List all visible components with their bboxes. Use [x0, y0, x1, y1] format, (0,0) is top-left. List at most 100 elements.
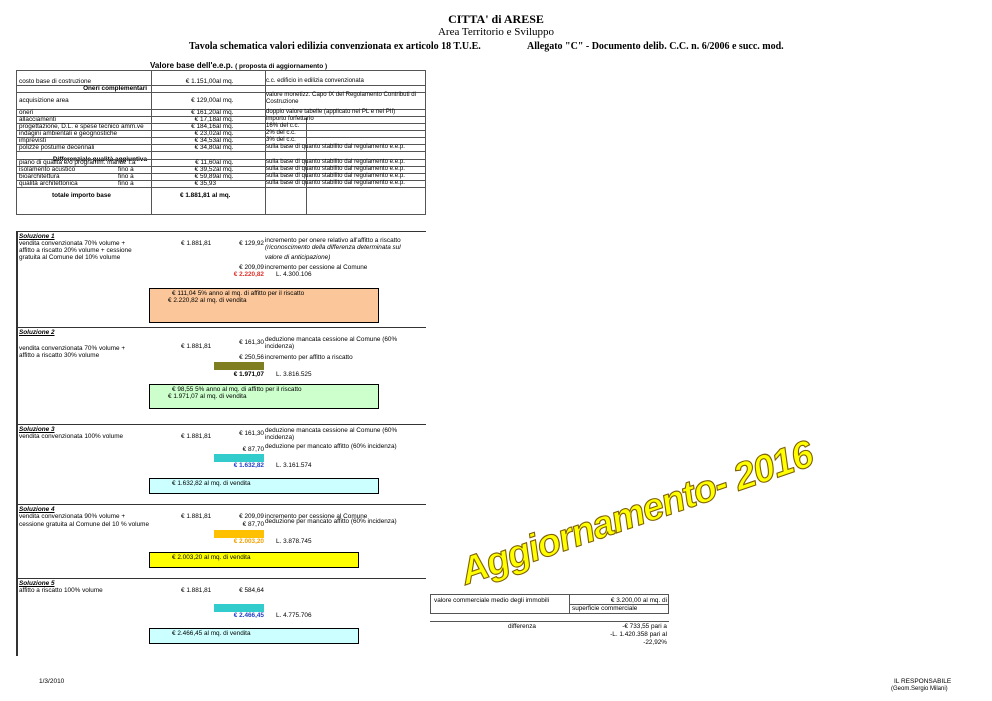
- solution-summary-line: € 2.220,82 al mq. di vendita: [168, 297, 247, 304]
- table-row-divider: [16, 187, 426, 188]
- total-highlight-bar: [214, 454, 264, 462]
- base-row-unit: al mq.: [216, 109, 234, 116]
- solution-description: cessione gratuita al Comune del 10 % vol…: [19, 521, 150, 528]
- table-row-divider: [16, 92, 426, 93]
- solution-line-text: incremento per onere relativo all'affitt…: [265, 237, 401, 244]
- base-row-label: oneri: [19, 109, 34, 116]
- base-row-unit: al mq.: [216, 130, 234, 137]
- table-row-divider: [16, 159, 426, 160]
- solution-title: Soluzione 4: [19, 506, 55, 513]
- solution-total-lire: L. 4.300.106: [276, 271, 312, 278]
- base-row-value: € 17,18: [194, 116, 216, 123]
- city-title: CITTA' di ARESE: [448, 12, 544, 26]
- solution-total: € 2.220,82: [233, 271, 264, 278]
- base-row-note: doppio valore tabelle (applicato nei PL …: [266, 108, 396, 115]
- solution-line-text: incremento per cessione al Comune: [265, 264, 368, 271]
- solution-summary-box: € 98,55 5% anno al mq. di affitto per il…: [149, 384, 379, 409]
- base-row-note: 3% del c.c.: [266, 136, 296, 143]
- base-row-label: totale importo base: [52, 192, 111, 199]
- base-row-unit: al mq.: [216, 173, 234, 180]
- solution-total-lire: L. 4.775.706: [276, 612, 312, 619]
- solution-line-text: valore di anticipazione): [265, 254, 331, 261]
- table-row-divider: [16, 173, 426, 174]
- base-row-label: imprevisti: [19, 137, 46, 144]
- solution-line-amount: € 584,64: [239, 587, 264, 594]
- difference-percent: -22,92%: [643, 639, 667, 646]
- solution-base-value: € 1.881,81: [181, 433, 212, 440]
- base-row-label: progettazione, D.L. e spese tecnico amm.…: [19, 123, 144, 130]
- table-row-divider: [16, 109, 426, 110]
- total-highlight-bar: [214, 362, 264, 370]
- base-row-value: € 1.151,00: [185, 78, 216, 85]
- base-row-note: sulla base di quanto stabilito dal regol…: [266, 172, 405, 179]
- stamp-text: Aggiornamento- 2016: [454, 433, 820, 594]
- solution-summary-line: € 2.003,20 al mq. di vendita: [172, 554, 251, 561]
- base-row-label: bioarchitettura: [19, 173, 60, 180]
- base-row-value: € 23,02: [194, 130, 216, 137]
- solution-panel: [16, 327, 426, 424]
- solution-total: € 1.632,82: [233, 462, 264, 469]
- table-row-divider: [16, 151, 426, 152]
- solution-summary-line: € 1.632,82 al mq. di vendita: [172, 480, 251, 487]
- solution-line-amount: € 250,56: [239, 354, 264, 361]
- solution-total: € 1.971,07: [233, 371, 264, 378]
- solution-summary-line: € 111,04 5% anno al mq. di affitto per i…: [172, 290, 305, 297]
- solution-line-text: (riconoscimento della differenza determi…: [265, 244, 401, 251]
- solution-total-lire: L. 3.816.525: [276, 371, 312, 378]
- solution-summary-box: € 111,04 5% anno al mq. di affitto per i…: [149, 288, 379, 323]
- table-row-divider: [16, 180, 426, 181]
- base-row-unit: al mq.: [216, 144, 234, 151]
- solution-title: Soluzione 3: [19, 426, 55, 433]
- base-row-unit: al mq.: [216, 97, 234, 104]
- base-table-title: Valore base dell'e.e.p. ( proposta di ag…: [150, 61, 328, 70]
- area-title: Area Territorio e Sviluppo: [437, 26, 555, 38]
- allegato-note: Allegato "C" - Documento delib. C.C. n. …: [527, 41, 784, 52]
- base-row-label: piano di qualità e/o programm. manut. f.…: [19, 159, 136, 166]
- base-row-note: sulla base di quanto stabilito dal regol…: [266, 179, 405, 186]
- base-row-note: sulla base di quanto stabilito dal regol…: [266, 158, 405, 165]
- base-row-value: € 11,60: [195, 159, 216, 166]
- base-row-qualifier: fino a: [118, 166, 134, 173]
- table-row-divider: [16, 85, 426, 86]
- base-row-note: sulla base di quanto stabilito dal regol…: [266, 165, 405, 172]
- solution-panel: [16, 504, 426, 578]
- base-row-label: indagini ambientali e geognostiche: [19, 130, 118, 137]
- base-row-note: sulla base di quanto stabilito dal regol…: [266, 143, 405, 150]
- solution-line-amount: € 209,09: [239, 513, 264, 520]
- base-row-unit: al mq.: [216, 78, 234, 85]
- base-row-note: c.c. edificio in edilizia convenzionata: [266, 77, 364, 84]
- total-highlight-bar: [214, 530, 264, 538]
- base-row-unit: al mq.: [216, 123, 234, 130]
- base-row-label: allacciamenti: [19, 116, 56, 123]
- difference-value-lire: -L. 1.420.358 pari al: [610, 631, 667, 638]
- solution-panel: [16, 578, 426, 656]
- base-row-qualifier: fino a: [118, 173, 134, 180]
- base-row-label: qualità architettonica: [19, 180, 78, 187]
- base-row-label: isolamento acustico: [19, 166, 76, 173]
- base-row-value: € 184,16: [191, 123, 216, 130]
- table-row-divider: [16, 137, 426, 138]
- market-value: € 3.200,00 al mq. di: [610, 597, 667, 604]
- solution-total: € 2.466,45: [233, 612, 264, 619]
- solution-base-value: € 1.881,81: [181, 513, 212, 520]
- table-column-divider: [151, 70, 152, 215]
- market-value-label: valore commerciale medio degli immobili: [434, 597, 550, 604]
- document-subtitle: Tavola schematica valori edilizia conven…: [189, 41, 481, 52]
- solution-line-amount: € 129,92: [239, 240, 264, 247]
- solution-line-amount: € 161,30: [239, 339, 264, 346]
- base-row-unit: al mq.: [216, 116, 234, 123]
- signature-title: IL RESPONSABILE: [894, 678, 952, 685]
- solution-summary-line: € 98,55 5% anno al mq. di affitto per il…: [172, 386, 302, 393]
- table-row-divider: [16, 144, 426, 145]
- solution-description: vendita convenzionata 70% volume +: [19, 240, 126, 247]
- base-row-unit: al mq.: [216, 159, 234, 166]
- signature-name: (Geom.Sergio Milani): [891, 686, 948, 692]
- base-row-value: € 129,00: [191, 97, 216, 104]
- solution-panel: [16, 424, 426, 504]
- document-date: 1/3/2010: [39, 678, 65, 685]
- solution-description: vendita convenzionata 100% volume: [19, 433, 124, 440]
- solution-description: vendita convenzionata 90% volume +: [19, 513, 126, 520]
- base-row-qualifier: fino a: [118, 180, 134, 187]
- solution-base-value: € 1.881,81: [181, 343, 212, 350]
- table-column-divider: [265, 70, 266, 215]
